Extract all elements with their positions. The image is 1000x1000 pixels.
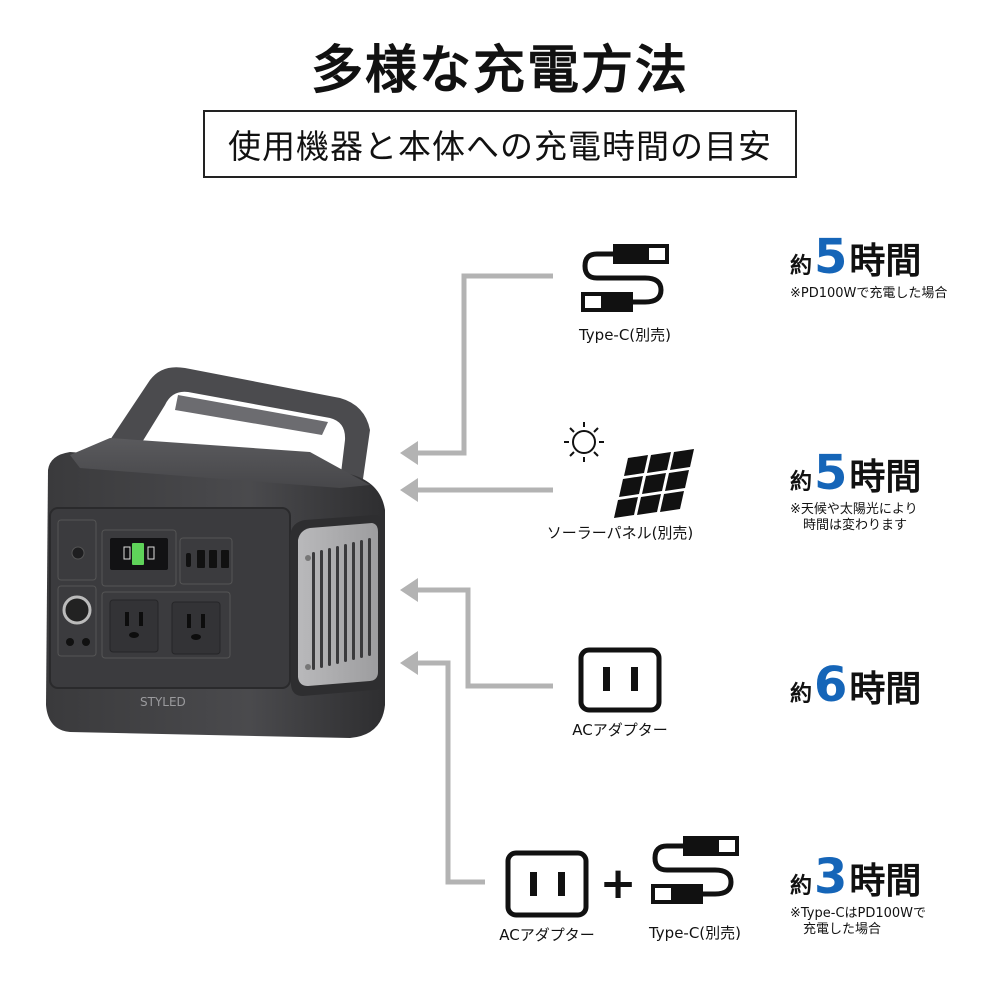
- plus-sign: +: [599, 858, 637, 909]
- brand-text: STYLED: [140, 695, 186, 709]
- power-station-illustration: STYLED: [40, 360, 400, 750]
- ac-plug-icon: [578, 647, 662, 713]
- source-type-c: Type-C(別売): [550, 238, 700, 345]
- power-station-icon: STYLED: [46, 367, 385, 738]
- source-type-c-combo: Type-C(別売): [630, 830, 760, 943]
- source-label: ACアダプター: [499, 926, 595, 944]
- time-prefix: 約: [790, 874, 813, 899]
- source-label: Type-C(別売): [648, 924, 742, 942]
- time-value: 5: [814, 445, 848, 501]
- charge-time-ac: 約 6 時間: [790, 660, 921, 712]
- subtitle-text: 使用機器と本体への充電時間の目安: [228, 127, 772, 166]
- time-prefix: 約: [790, 254, 813, 279]
- time-unit: 時間: [849, 241, 922, 282]
- source-label: ソーラーパネル(別売): [546, 524, 694, 542]
- time-value: 5: [814, 229, 848, 285]
- source-ac-adapter: ACアダプター: [550, 645, 690, 740]
- sun-icon: [564, 422, 604, 462]
- page-title: 多様な充電方法: [310, 41, 689, 101]
- solar-panel-icon: [564, 422, 694, 518]
- arrow-head-icon: [400, 441, 418, 465]
- time-unit: 時間: [849, 861, 922, 902]
- subtitle-box: 使用機器と本体への充電時間の目安: [203, 110, 797, 178]
- charge-time-ac-type-c: 約 3 時間 ※Type-CはPD100Wで 充電した場合: [790, 852, 926, 938]
- ac-plug-icon: [505, 850, 589, 918]
- arrow-head-icon: [400, 651, 418, 675]
- arrow-head-icon: [400, 578, 418, 602]
- time-unit: 時間: [849, 457, 922, 498]
- time-value: 3: [814, 849, 848, 905]
- time-unit: 時間: [849, 669, 922, 710]
- charge-time-solar: 約 5 時間 ※天候や太陽光により 時間は変わります: [790, 448, 921, 534]
- time-value: 6: [814, 657, 848, 713]
- usb-c-cable-icon: [581, 244, 669, 312]
- time-note: ※PD100Wで充電した場合: [790, 286, 948, 301]
- source-label: Type-C(別売): [578, 326, 672, 344]
- source-solar: ソーラーパネル(別売): [520, 418, 720, 543]
- time-note: ※Type-CはPD100Wで 充電した場合: [790, 906, 927, 937]
- usb-c-cable-icon: [651, 836, 739, 904]
- arrow-head-icon: [400, 478, 418, 502]
- panel-cells: [614, 449, 694, 518]
- time-prefix: 約: [790, 470, 813, 495]
- source-ac-adapter-combo: ACアダプター: [488, 848, 606, 945]
- time-prefix: 約: [790, 682, 813, 707]
- time-note: ※天候や太陽光により 時間は変わります: [790, 502, 918, 533]
- charge-time-type-c: 約 5 時間 ※PD100Wで充電した場合: [790, 232, 947, 302]
- source-label: ACアダプター: [572, 721, 668, 739]
